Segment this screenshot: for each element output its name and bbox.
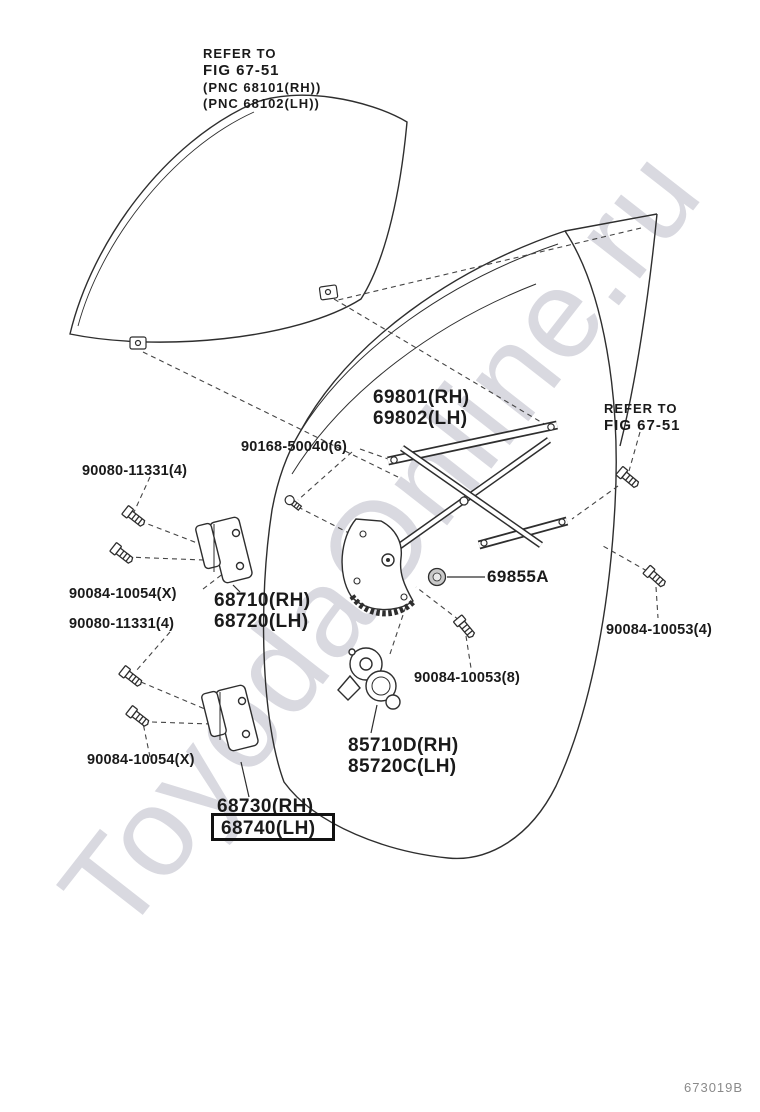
- door-hinge-lower: [201, 684, 259, 752]
- door-glass: [69, 94, 408, 343]
- part-label-bolt-door-upper[interactable]: 90084-10054(X): [69, 586, 177, 602]
- note-line: (PNC 68101(RH)): [203, 80, 322, 96]
- note-line: REFER TO: [203, 46, 277, 61]
- part-label-hinge-upper-rh[interactable]: 68710(RH): [214, 590, 311, 611]
- grommet-69855a: [427, 567, 447, 587]
- part-label-regulator-rh[interactable]: 69801(RH): [373, 387, 470, 408]
- part-label-bolt-regulator-center[interactable]: 90084-10053(8): [414, 670, 520, 686]
- window-regulator: [341, 420, 569, 617]
- door-hinge-upper: [195, 516, 253, 584]
- part-label-bolt-door-right[interactable]: 90084-10053(4): [606, 622, 712, 638]
- solid-leaders: [232, 576, 485, 798]
- note-line: REFER TO: [604, 401, 678, 416]
- part-label-hinge-lower-lh[interactable]: 68740(LH): [221, 818, 316, 839]
- glass-clip-right-icon: [318, 284, 339, 301]
- part-label-hinge-upper-lh[interactable]: 68720(LH): [214, 611, 309, 632]
- part-label-hinge-lower-rh[interactable]: 68730(RH): [217, 796, 314, 817]
- note-line: FIG 67-51: [203, 61, 280, 79]
- part-label-motor-lh[interactable]: 85720C(LH): [348, 756, 457, 777]
- door-panel: [262, 213, 658, 860]
- part-label-bolt-body-lower[interactable]: 90080-11331(4): [69, 616, 175, 632]
- part-label-bolt-body-upper[interactable]: 90080-11331(4): [82, 463, 188, 479]
- part-label-grommet[interactable]: 69855A: [487, 567, 549, 586]
- drawing-number: 673019B: [684, 1080, 744, 1095]
- part-label-regulator-lh[interactable]: 69802(LH): [373, 408, 468, 429]
- part-label-bolt-door-lower[interactable]: 90084-10054(X): [87, 752, 195, 768]
- note-refer-fig-top: REFER TO FIG 67-51 (PNC 68101(RH)) (PNC …: [203, 46, 321, 112]
- part-label-motor-rh[interactable]: 85710D(RH): [348, 735, 459, 756]
- note-line: (PNC 68102(LH)): [203, 96, 320, 112]
- note-line: FIG 67-51: [604, 416, 681, 434]
- glass-clip-left-icon: [129, 336, 147, 350]
- leader-lines: [126, 227, 659, 758]
- highlight-box-selected-part: [211, 813, 335, 841]
- window-motor: [337, 647, 401, 710]
- note-refer-fig-right: REFER TO FIG 67-51: [604, 401, 681, 435]
- part-label-screw-regulator[interactable]: 90168-50040(6): [241, 439, 347, 455]
